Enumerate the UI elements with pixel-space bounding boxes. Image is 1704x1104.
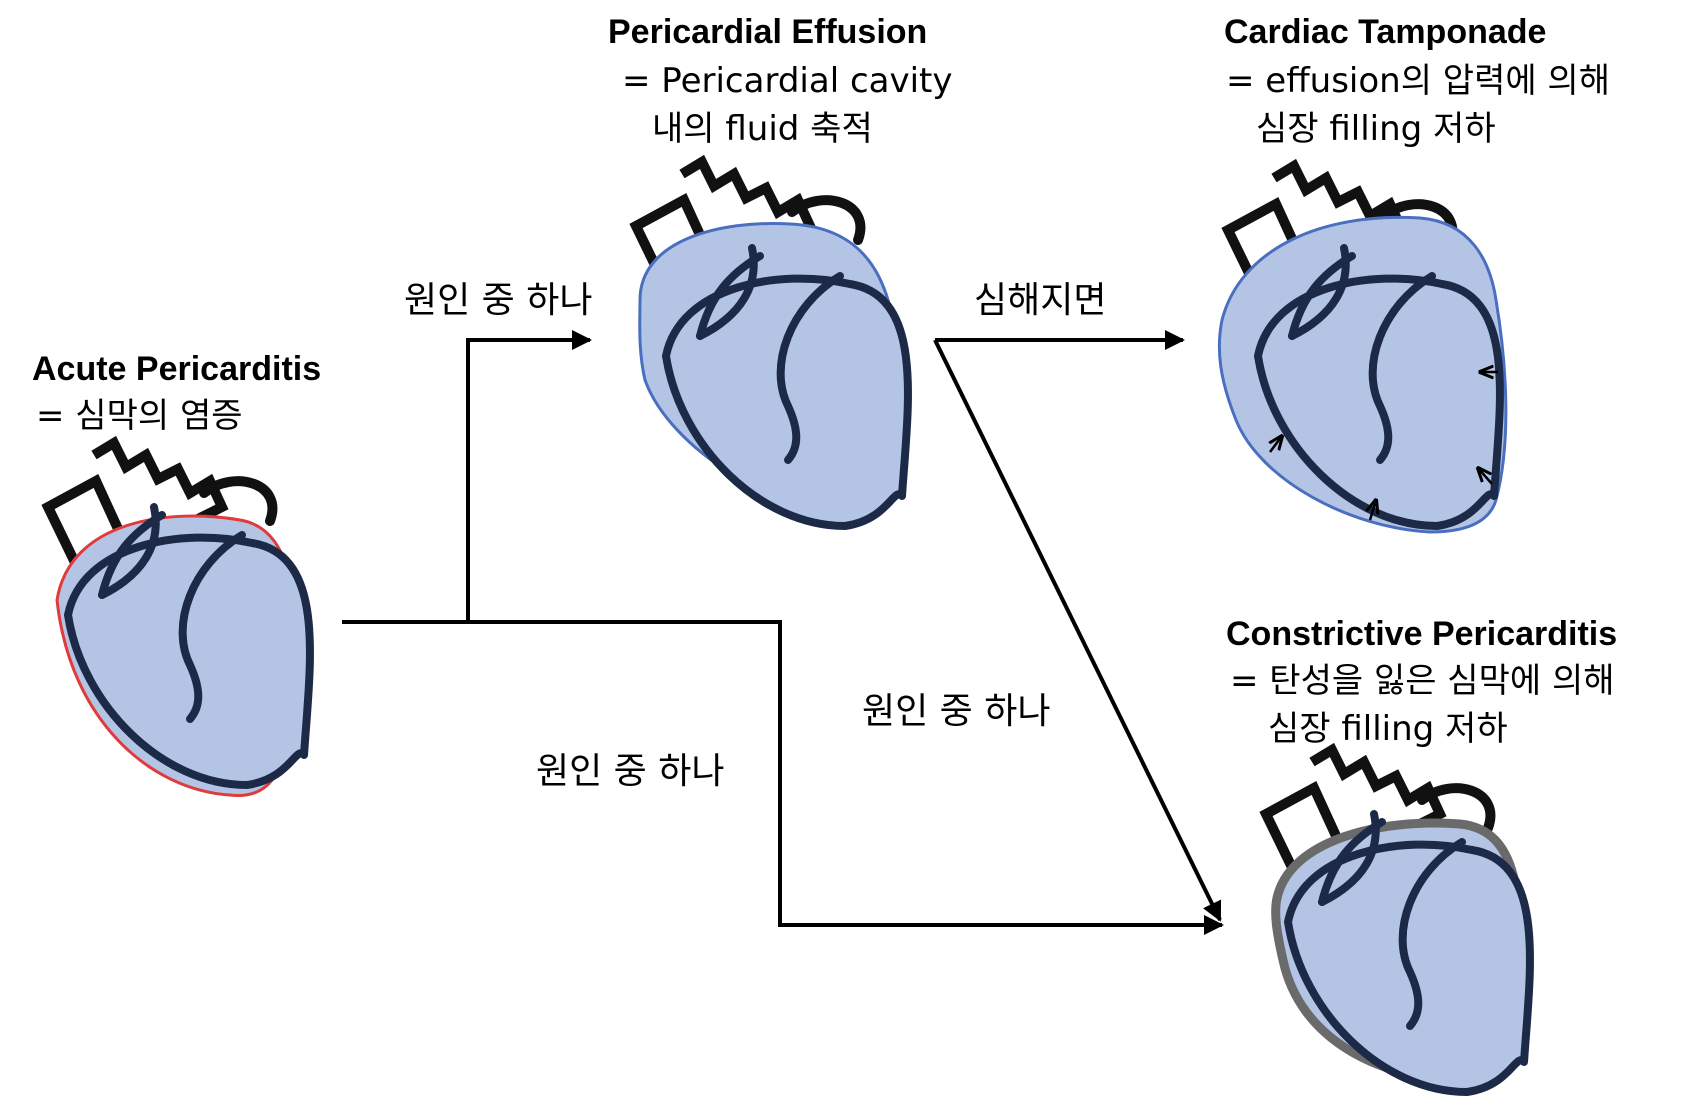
acute-pericarditis-desc: = 심막의 염증 [36,396,243,436]
connector-acute-to-constrictive [468,620,1224,935]
acute-pericarditis-title: Acute Pericarditis [32,350,322,388]
pericardial-effusion-title: Pericardial Effusion [608,13,928,51]
pericardial-effusion-desc-line1: = Pericardial cavity [622,61,953,101]
connector-acute-main [342,330,592,624]
connector-effusion-to-constrictive [933,339,1222,922]
edge-label-acute-to-constrictive: 원인 중 하나 [536,751,725,792]
cardiac-tamponade-desc-line1: = effusion의 압력에 의해 [1226,61,1610,101]
heart-acute-pericarditis [48,443,310,798]
compression-arrows [1270,372,1498,521]
cardiac-tamponade-title: Cardiac Tamponade [1224,13,1547,51]
constrictive-pericarditis-title: Constrictive Pericarditis [1226,615,1618,653]
pericardial-effusion-desc-line2: 내의 fluid 축적 [652,109,873,149]
constrictive-pericarditis-desc-line2: 심장 filling 저하 [1268,709,1508,749]
cardiac-tamponade-desc-line2: 심장 filling 저하 [1256,109,1496,149]
heart-constrictive-pericarditis [1266,750,1530,1092]
heart-cardiac-tamponade [1217,166,1508,534]
heart-pericardial-effusion [636,162,908,526]
edge-label-effusion-to-constrictive: 원인 중 하나 [862,691,1051,732]
constrictive-pericarditis-desc-line1: = 탄성을 잃은 심막에 의해 [1230,661,1615,701]
edge-label-effusion-to-tamponade: 심해지면 [974,280,1107,321]
edge-label-acute-to-effusion: 원인 중 하나 [404,280,593,321]
